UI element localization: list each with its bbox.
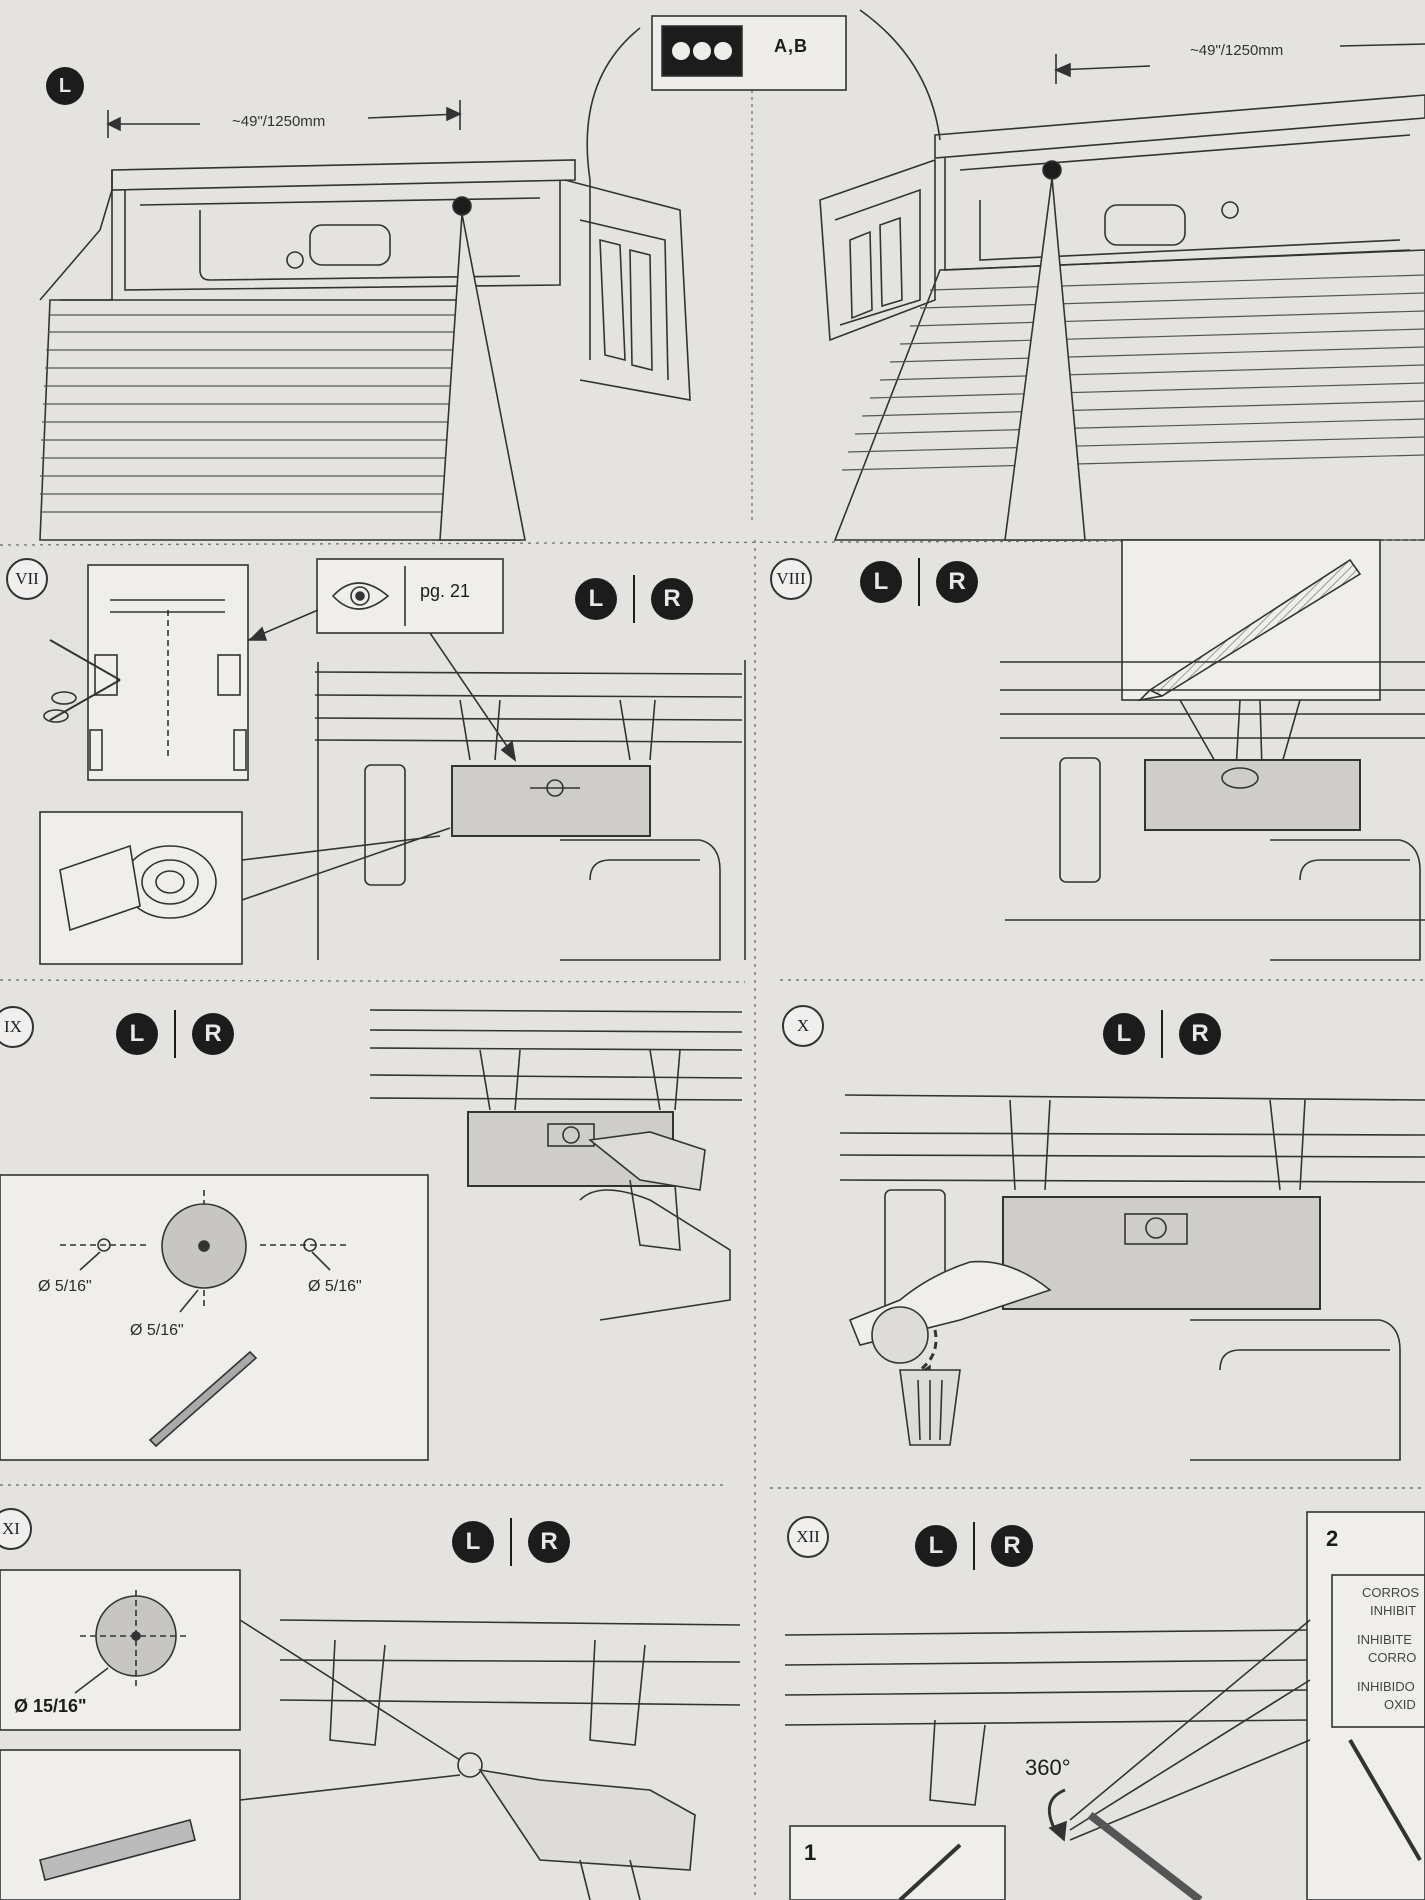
side-r-badge: R bbox=[936, 561, 978, 603]
dimension-right: ~49"/1250mm bbox=[1190, 42, 1284, 59]
step-viii-illustration bbox=[1000, 539, 1425, 961]
hole-size-left: Ø 5/16" bbox=[38, 1278, 92, 1295]
side-selector-viii: L R bbox=[860, 558, 978, 606]
step-xi-illustration bbox=[0, 1569, 741, 1900]
side-selector-x: L R bbox=[1103, 1010, 1221, 1058]
side-divider bbox=[973, 1522, 975, 1570]
side-l-badge: L bbox=[116, 1013, 158, 1055]
step-number-x: X bbox=[782, 1005, 824, 1047]
page-reference: pg. 21 bbox=[420, 581, 471, 601]
side-l-badge: L bbox=[915, 1525, 957, 1567]
side-selector-xi: L R bbox=[452, 1518, 570, 1566]
side-selector-xii: L R bbox=[915, 1522, 1033, 1570]
side-r-badge: R bbox=[192, 1013, 234, 1055]
inhibitor-label-line: CORROS bbox=[1362, 1585, 1420, 1600]
side-r-badge: R bbox=[651, 578, 693, 620]
rotation-label: 360° bbox=[1025, 1755, 1071, 1780]
step-xii-illustration bbox=[784, 1511, 1425, 1900]
side-l-badge: L bbox=[860, 561, 902, 603]
side-l-badge: L bbox=[575, 578, 617, 620]
step-number-viii: VIII bbox=[770, 558, 812, 600]
side-badge-left: L bbox=[46, 67, 84, 105]
side-l-badge: L bbox=[452, 1521, 494, 1563]
side-l-label: L bbox=[46, 67, 84, 105]
inhibitor-label-line: CORRO bbox=[1368, 1650, 1417, 1665]
step-number-ix: IX bbox=[0, 1006, 34, 1048]
step-number-xii: XII bbox=[787, 1516, 829, 1558]
step-x-illustration bbox=[839, 1094, 1425, 1461]
substep-2-label: 2 bbox=[1326, 1526, 1339, 1551]
inhibitor-label-line: INHIBIT bbox=[1370, 1603, 1417, 1618]
step-number-vii: VII bbox=[6, 558, 48, 600]
dimension-left: ~49"/1250mm bbox=[232, 113, 326, 130]
side-r-badge: R bbox=[1179, 1013, 1221, 1055]
step-ix-illustration bbox=[0, 1009, 743, 1461]
substep-1-label: 1 bbox=[804, 1840, 817, 1865]
step-vii-illustration bbox=[39, 558, 746, 965]
hole-size-right: Ø 5/16" bbox=[308, 1278, 362, 1295]
inhibitor-label-line: OXID bbox=[1384, 1697, 1416, 1712]
side-r-badge: R bbox=[991, 1525, 1033, 1567]
hole-size-center: Ø 5/16" bbox=[130, 1322, 184, 1339]
inhibitor-label-line: INHIBITE bbox=[1357, 1632, 1412, 1647]
side-selector-vii: L R bbox=[575, 575, 693, 623]
hole-size-large: Ø 15/16" bbox=[14, 1696, 87, 1716]
step-number-xi: XI bbox=[0, 1508, 32, 1550]
side-l-badge: L bbox=[1103, 1013, 1145, 1055]
truck-bed-overview bbox=[39, 9, 1425, 541]
kit-label: A,B bbox=[774, 36, 808, 56]
inhibitor-label-line: INHIBIDO bbox=[1357, 1679, 1415, 1694]
side-selector-ix: L R bbox=[116, 1010, 234, 1058]
side-divider bbox=[918, 558, 920, 606]
side-divider bbox=[633, 575, 635, 623]
side-divider bbox=[510, 1518, 512, 1566]
side-divider bbox=[174, 1010, 176, 1058]
side-divider bbox=[1161, 1010, 1163, 1058]
side-r-badge: R bbox=[528, 1521, 570, 1563]
